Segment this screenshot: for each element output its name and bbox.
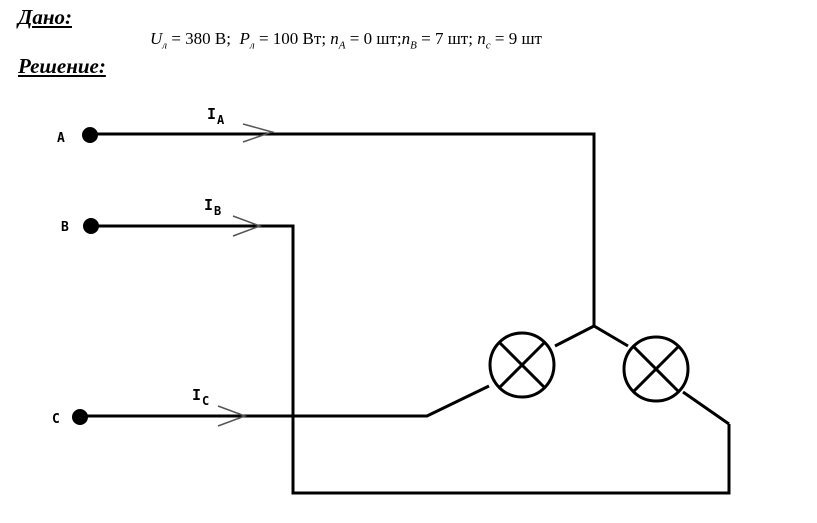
current-b-arrow bbox=[232, 215, 263, 237]
current-c-label: IC bbox=[192, 386, 209, 408]
nC-symbol: n bbox=[477, 29, 486, 48]
nB-value: 7 шт bbox=[434, 29, 469, 48]
solution-heading: Решение: bbox=[18, 54, 106, 78]
lamp-junction-wire bbox=[554, 324, 629, 348]
nC-subscript: c bbox=[485, 39, 491, 52]
lamp-1-icon bbox=[488, 331, 556, 399]
lamp-right-wire bbox=[682, 390, 730, 426]
power-value: 100 Вт bbox=[272, 29, 322, 48]
wire-a bbox=[90, 132, 596, 326]
nB-subscript: B bbox=[410, 39, 417, 52]
voltage-symbol: U bbox=[150, 29, 163, 48]
power-subscript: л bbox=[249, 39, 255, 52]
wire-c bbox=[80, 384, 490, 418]
node-a-label: A bbox=[57, 131, 65, 146]
nA-symbol: n bbox=[330, 29, 339, 48]
power-symbol: P bbox=[239, 29, 250, 48]
nB-symbol: n bbox=[401, 29, 411, 48]
current-a-label: IA bbox=[207, 105, 225, 127]
node-b-label: B bbox=[61, 220, 69, 235]
current-b-label: IB bbox=[204, 196, 221, 218]
voltage-subscript: л bbox=[162, 39, 168, 52]
node-c-label: C bbox=[52, 412, 60, 427]
current-a-arrow bbox=[242, 123, 275, 143]
nA-value: 0 шт bbox=[363, 29, 397, 48]
current-c-arrow bbox=[217, 405, 248, 427]
nA-subscript: A bbox=[338, 39, 346, 52]
wire-b bbox=[91, 224, 731, 495]
given-formula: Uл = 380 В; Pл = 100 Вт; nA = 0 шт;nB = … bbox=[150, 29, 542, 52]
voltage-value: 380 В bbox=[185, 29, 227, 48]
lamp-2-icon bbox=[622, 335, 690, 403]
given-heading: Дано: bbox=[18, 5, 72, 29]
nC-value: 9 шт bbox=[508, 29, 542, 48]
